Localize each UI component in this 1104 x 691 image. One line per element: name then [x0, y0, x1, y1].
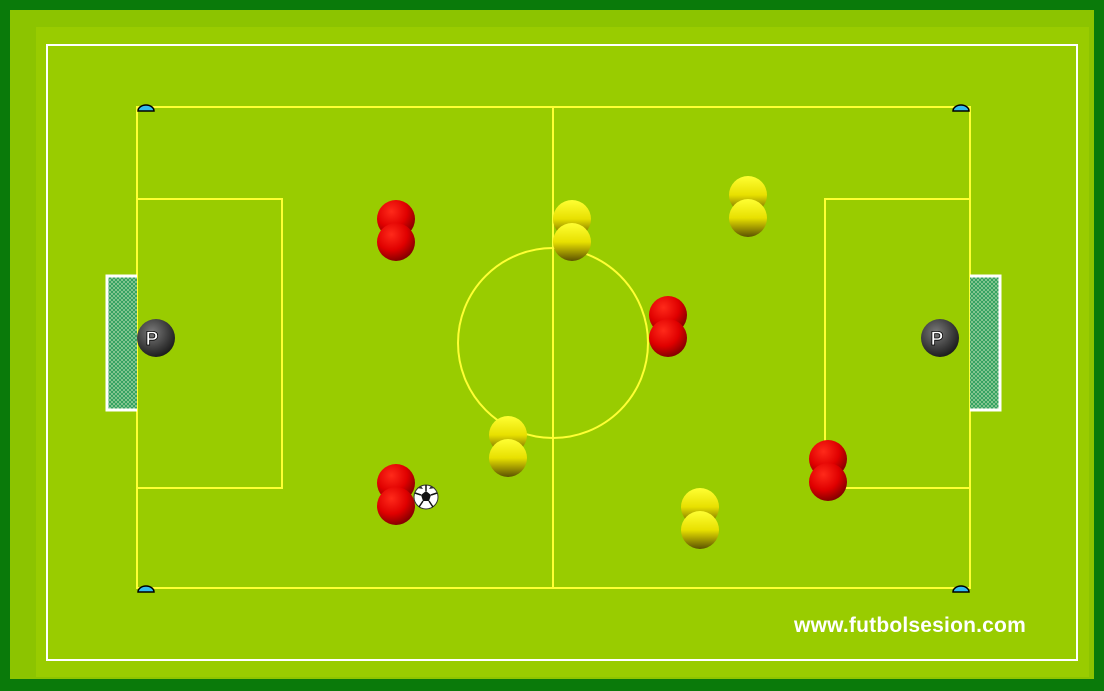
cone-icon [953, 586, 969, 592]
right-goalkeeper-label: P [931, 329, 944, 350]
left-goalkeeper: P [137, 319, 175, 357]
red-player-stack-icon [377, 200, 415, 261]
yellow-player-stack-icon [729, 176, 767, 237]
red-player-stack-icon [377, 464, 415, 525]
yellow-player-stack-icon [489, 416, 527, 477]
cone-icon [138, 105, 154, 111]
right-goal [970, 276, 1000, 410]
left-goal [107, 276, 137, 410]
right-goalkeeper: P [921, 319, 959, 357]
yellow-player-stack-icon [553, 200, 591, 261]
red-player-stack-icon [809, 440, 847, 501]
soccer-ball-icon [414, 485, 438, 509]
cone-icon [953, 105, 969, 111]
yellow-player-stack-icon [681, 488, 719, 549]
watermark-text: www.futbolsesion.com [740, 614, 1080, 638]
cone-icon [138, 586, 154, 592]
red-player-stack-icon [649, 296, 687, 357]
left-goalkeeper-label: P [146, 329, 159, 350]
